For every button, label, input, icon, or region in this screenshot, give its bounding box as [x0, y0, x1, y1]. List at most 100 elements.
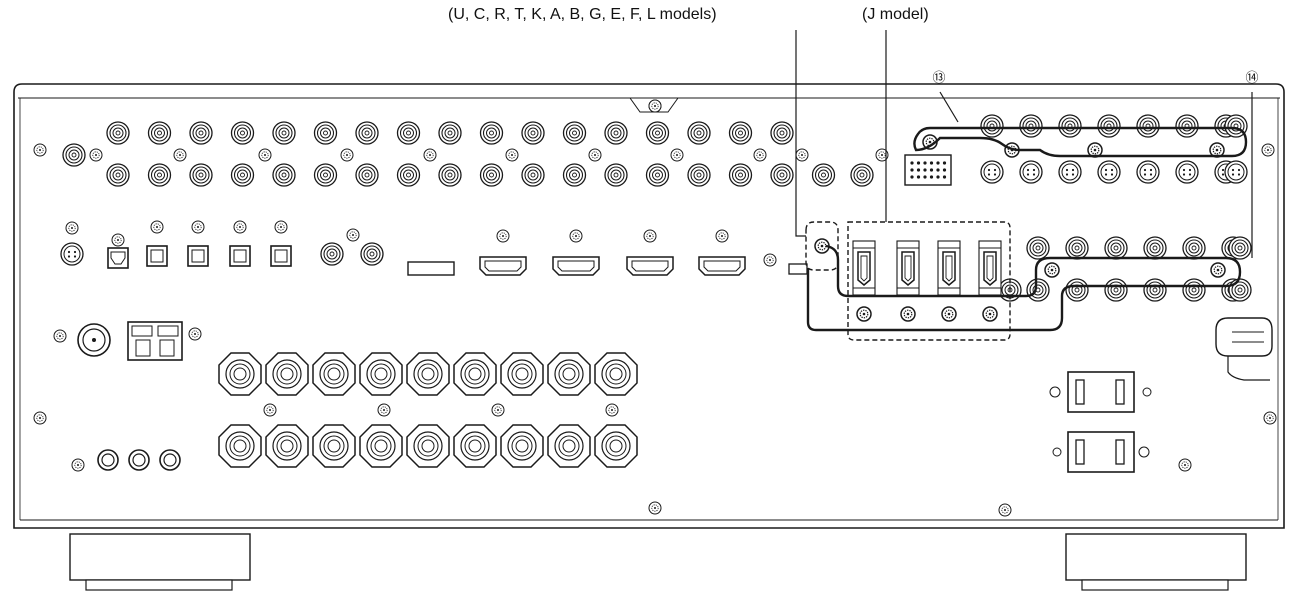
rca-jack-icon	[1097, 114, 1121, 138]
usb-port	[107, 247, 129, 269]
rca-jack-icon	[770, 121, 794, 145]
screw-icon	[188, 327, 202, 341]
screw-icon	[715, 229, 729, 243]
callout-13: ⑬	[932, 71, 946, 86]
rca-jack-icon	[604, 163, 628, 187]
screw-icon	[1044, 262, 1060, 278]
rca-jack-icon	[562, 163, 587, 187]
dsub-pin	[910, 161, 914, 165]
callout-13-outline	[913, 126, 1248, 158]
screw-icon	[795, 148, 809, 162]
chassis	[13, 83, 1285, 591]
rca-jack-icon	[1228, 236, 1252, 260]
small-port	[788, 263, 808, 275]
rca-jack-icon	[360, 242, 384, 266]
rca-jack-icon	[479, 121, 504, 145]
rca-jack-icon	[106, 163, 130, 187]
screw-icon	[491, 403, 505, 417]
models-label-hdmi: (U, C, R, T, K, A, B, G, E, F, L models)	[448, 6, 717, 23]
screw-icon	[505, 148, 519, 162]
mini-jack-icon	[97, 449, 119, 471]
screw-icon	[340, 148, 354, 162]
rca-jack-icon	[811, 163, 836, 187]
hdmi-port-icon	[978, 240, 1002, 296]
dsub-pin	[936, 161, 940, 165]
rca-jack-icon	[1228, 278, 1252, 302]
dsub-pin	[936, 175, 940, 179]
screw-icon	[941, 306, 957, 322]
rca-jack-icon	[1182, 236, 1206, 260]
screw-icon	[1263, 411, 1277, 425]
screw-icon	[423, 148, 437, 162]
speaker-terminal-icon	[453, 352, 497, 396]
screw-icon	[643, 229, 657, 243]
screw-icon	[53, 329, 67, 343]
speaker-terminal-icon	[218, 352, 262, 396]
hdmi-port-icon	[698, 256, 746, 276]
rca-jack-icon	[106, 121, 130, 145]
rca-jack-icon	[313, 121, 338, 145]
optical-port-icon	[229, 245, 251, 267]
screw-icon	[998, 503, 1012, 517]
rca-jack-icon	[438, 121, 462, 145]
screw-icon	[856, 306, 872, 322]
speaker-terminal-icon	[265, 352, 309, 396]
svideo-jack-icon	[1224, 160, 1248, 184]
speaker-terminal-icon	[406, 352, 450, 396]
screw-icon	[588, 148, 602, 162]
usb-port-inner	[110, 251, 126, 265]
screw-icon	[753, 148, 767, 162]
rca-jack-icon	[521, 163, 545, 187]
rca-jack-icon	[230, 121, 255, 145]
callout-14-outline	[806, 244, 1242, 332]
mini-jack-icon	[128, 449, 150, 471]
dsub-pin	[916, 168, 921, 172]
rca-jack-icon	[728, 121, 753, 145]
dsub-pin	[936, 168, 940, 172]
speaker-terminal-icon	[359, 424, 403, 468]
speaker-terminal-icon	[406, 424, 450, 468]
rca-jack-icon	[189, 163, 213, 187]
hdmi-port-icon	[552, 256, 600, 276]
rca-jack-icon	[1143, 236, 1167, 260]
screw-icon	[605, 403, 619, 417]
dsub-pin	[929, 175, 934, 179]
svideo-jack-icon	[1136, 160, 1160, 184]
speaker-terminal-icon	[594, 352, 638, 396]
rca-jack-icon	[645, 163, 670, 187]
screw-icon	[33, 143, 47, 157]
speaker-terminal-icon	[359, 352, 403, 396]
screw-icon	[71, 458, 85, 472]
rca-jack-icon	[1026, 278, 1050, 302]
dsub-pin	[916, 175, 921, 179]
screw-icon	[263, 403, 277, 417]
speaker-terminal-icon	[547, 424, 591, 468]
rca-jack-icon	[396, 163, 421, 187]
rca-jack-icon	[147, 163, 172, 187]
screw-icon	[258, 148, 272, 162]
dsub-pin	[916, 161, 921, 165]
speaker-terminal-icon	[453, 424, 497, 468]
screw-icon	[648, 99, 662, 113]
rca-jack-icon	[355, 163, 379, 187]
screw-icon	[648, 501, 662, 515]
rca-jack-icon	[189, 121, 213, 145]
svideo-jack-icon	[1175, 160, 1199, 184]
speaker-terminal-icon	[500, 352, 544, 396]
rca-jack-icon	[396, 121, 421, 145]
network-port	[407, 261, 455, 276]
am-terminal-slot	[159, 339, 175, 357]
rca-jack-icon	[479, 163, 504, 187]
rca-jack-icon	[980, 114, 1004, 138]
rca-jack-icon	[320, 242, 344, 266]
upper-models-dashed-box	[805, 221, 839, 271]
callout-13-leader	[939, 91, 959, 123]
screw-icon	[1210, 262, 1226, 278]
dsub-pin	[910, 168, 914, 172]
hdmi-port-icon	[626, 256, 674, 276]
rca-jack-icon	[850, 163, 874, 187]
rca-jack-icon	[230, 163, 255, 187]
screw-icon	[900, 306, 916, 322]
rca-jack-icon	[687, 121, 711, 145]
